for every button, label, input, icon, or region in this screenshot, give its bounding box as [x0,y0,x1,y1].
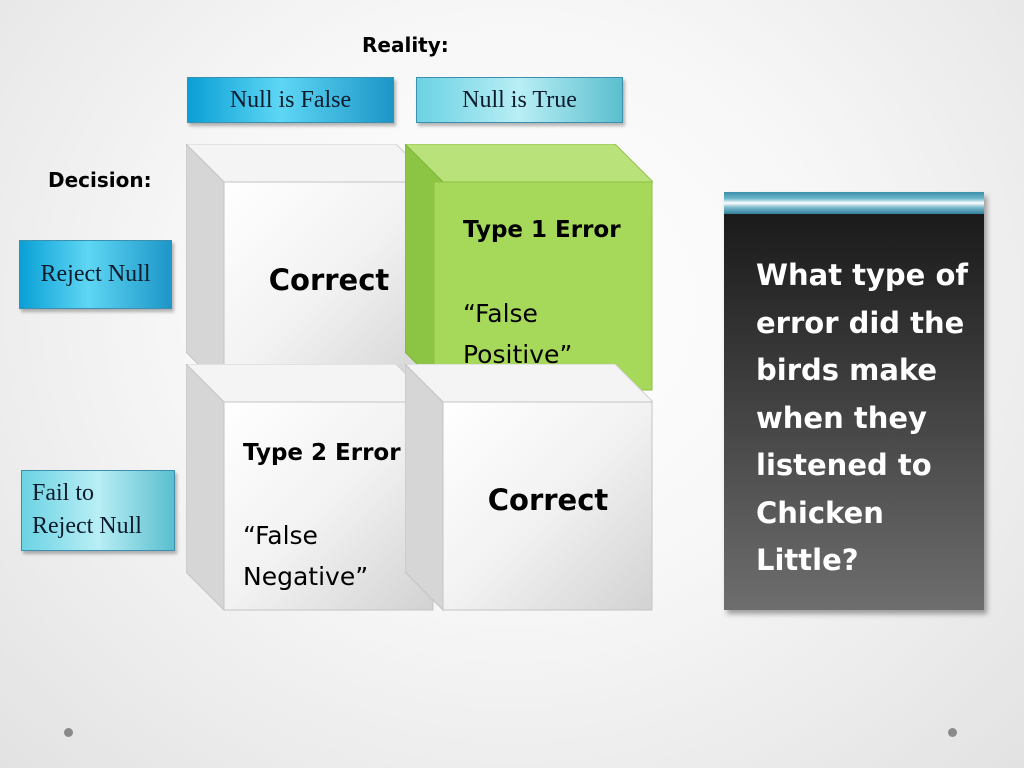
row-tag-reject-null: Reject Null [19,240,172,309]
column-tag-null-false-label: Null is False [229,86,352,113]
slide-dot-right [948,728,957,737]
cube-graphic [405,364,653,612]
cell-correct-top-text: Correct [268,263,390,297]
question-box-body [724,214,984,610]
cell-fail-reject-true: Correct [405,364,653,612]
type-2-error-subtitle: “False Negative” [243,521,369,591]
column-tag-null-true: Null is True [416,77,623,123]
row-tag-reject-null-label: Reject Null [40,261,151,287]
question-text: What type of error did the birds make wh… [756,258,968,577]
question-box: What type of error did the birds make wh… [724,192,984,610]
type-2-error-title: Type 2 Error [243,440,401,466]
slide-dot-left [64,728,73,737]
cube-graphic [186,364,434,612]
cube-graphic [186,144,434,392]
row-tag-fail-line-1: Fail to [32,480,95,506]
cell-correct-bottom-text: Correct [487,483,609,517]
type-1-error-subtitle: “False Positive” [463,299,573,369]
reality-label: Reality: [362,33,449,57]
cube-graphic-green [405,144,653,392]
cell-fail-reject-false: Type 2 Error “False Negative” [186,364,434,612]
column-tag-null-true-label: Null is True [462,86,577,113]
column-tag-null-false: Null is False [187,77,394,123]
cell-reject-null-false: Correct [186,144,434,392]
decision-label: Decision: [48,168,152,192]
row-tag-fail-line-2: Reject Null [32,513,142,539]
cell-reject-null-true: Type 1 Error “False Positive” [405,144,653,392]
question-box-header-band [724,192,984,214]
row-tag-fail-to-reject: Fail to Reject Null [21,470,175,551]
type-1-error-title: Type 1 Error [463,217,621,243]
